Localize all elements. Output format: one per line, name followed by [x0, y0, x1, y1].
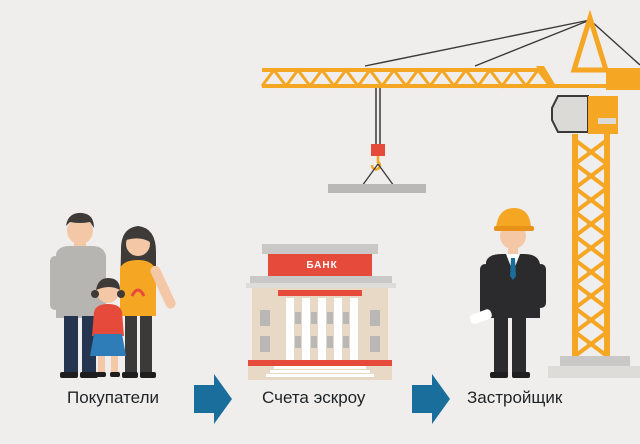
- arrow-right-icon: [194, 374, 232, 424]
- father-figure: [50, 212, 106, 378]
- developer-label: Застройщик: [467, 388, 563, 407]
- child-figure: [90, 278, 126, 377]
- bank-sign: БАНК: [306, 260, 338, 271]
- mother-figure: [120, 226, 176, 378]
- arrow-right-icon: [412, 374, 450, 424]
- tower-crane-icon: [260, 9, 640, 378]
- bank-building-icon: [246, 244, 396, 380]
- escrow-accounts-label: Счета эскроу: [262, 388, 366, 407]
- builder-icon: [470, 208, 546, 378]
- family-icon: [50, 212, 176, 378]
- buyers-label: Покупатели: [67, 388, 159, 407]
